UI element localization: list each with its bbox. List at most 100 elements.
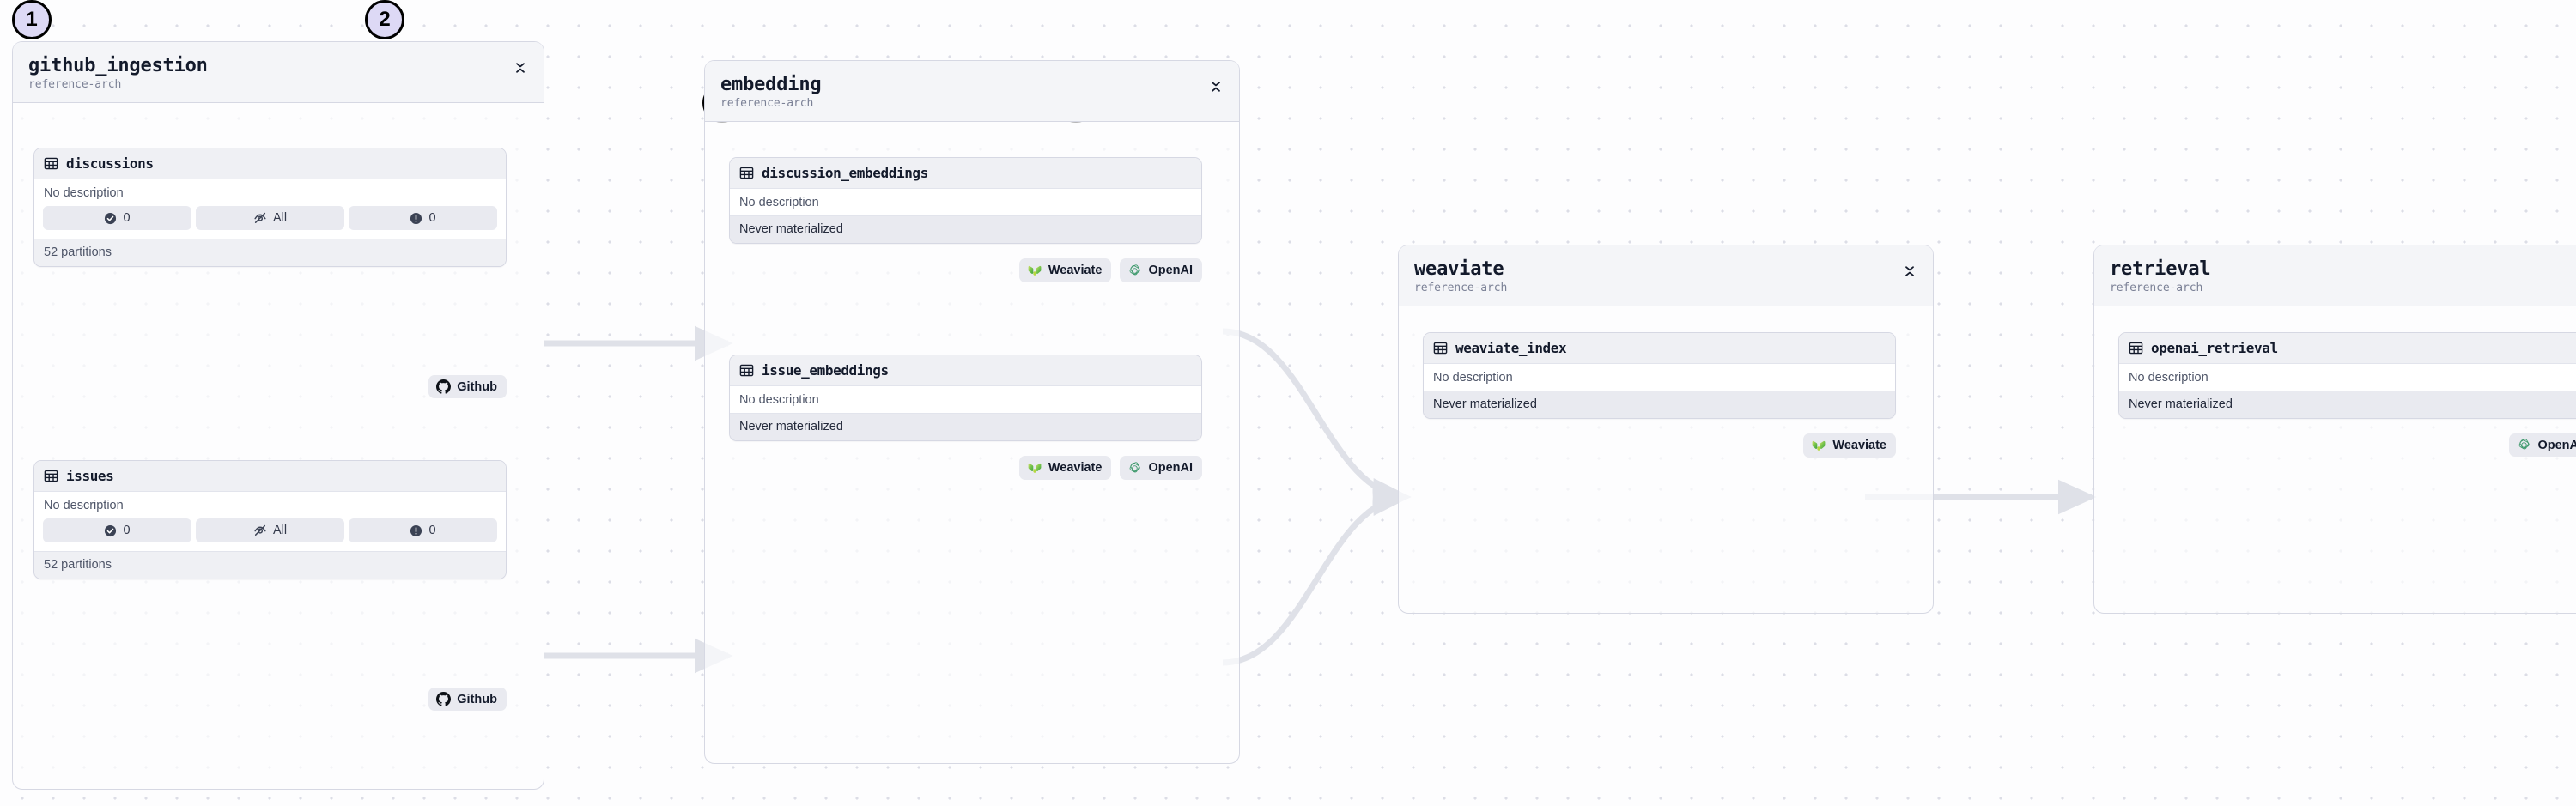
asset-node-issues[interactable]: issues No description 0: [33, 460, 507, 580]
table-icon: [2129, 342, 2143, 355]
badge-label: All: [272, 524, 288, 538]
asset-name: openai_retrieval: [2151, 340, 2278, 357]
openai-icon: [2519, 439, 2530, 450]
chip-label: OpenAI: [1148, 264, 1193, 278]
table-icon: [44, 470, 58, 482]
integration-chips-issue-embeddings: Weaviate OpenAI: [729, 456, 1202, 481]
badge-materialized-count[interactable]: 0: [43, 206, 191, 231]
asset-header[interactable]: openai_retrieval: [2119, 333, 2576, 365]
badge-failed-count[interactable]: 0: [349, 206, 497, 231]
table-icon: [44, 157, 58, 170]
group-header-text: github_ingestion reference-arch: [28, 55, 208, 91]
eye-off-icon: [254, 213, 266, 224]
edge-issue-embeddings-to-weaviate-index: [1222, 481, 1412, 666]
chip-label: Github: [457, 692, 497, 706]
weaviate-icon: [1812, 441, 1826, 451]
badge-unmaterialized-count[interactable]: All: [196, 518, 344, 543]
asset-description: No description: [730, 189, 1201, 216]
asset-status-badges: 0 All: [34, 518, 506, 552]
asset-group-weaviate[interactable]: weaviate reference-arch weaviate_index N: [1398, 245, 1934, 614]
group-header-text: embedding reference-arch: [720, 74, 822, 111]
asset-partitions: 52 partitions: [34, 239, 506, 267]
weaviate-icon: [1028, 266, 1042, 276]
chip-openai[interactable]: OpenAI: [1120, 258, 1202, 283]
asset-group-retrieval[interactable]: retrieval reference-arch openai_retrieva…: [2093, 245, 2576, 614]
asset-header[interactable]: weaviate_index: [1424, 333, 1895, 365]
group-subtitle: reference-arch: [2110, 282, 2203, 295]
asset-node-discussion-embeddings[interactable]: discussion_embeddings No description Nev…: [729, 157, 1202, 245]
chip-openai[interactable]: OpenAI: [1120, 456, 1202, 481]
chip-weaviate[interactable]: Weaviate: [1018, 456, 1112, 481]
table-icon: [739, 167, 754, 179]
chip-label: OpenAI: [1148, 461, 1193, 476]
group-header[interactable]: github_ingestion reference-arch: [13, 42, 544, 104]
chip-github[interactable]: Github: [428, 688, 507, 712]
chip-weaviate[interactable]: Weaviate: [1803, 433, 1896, 458]
chevron-collapse-icon[interactable]: [513, 58, 528, 77]
chip-label: OpenAI: [2537, 438, 2576, 452]
chip-label: Github: [457, 379, 497, 394]
chip-openai[interactable]: OpenAI: [2509, 433, 2576, 458]
badge-materialized-count[interactable]: 0: [43, 518, 191, 543]
check-circle-icon: [105, 524, 117, 536]
asset-materialization-status: Never materialized: [1424, 391, 1895, 419]
group-header-text: retrieval reference-arch: [2110, 258, 2211, 295]
step-marker-2: 2: [365, 0, 404, 39]
chip-github[interactable]: Github: [428, 375, 507, 399]
chip-label: Weaviate: [1832, 439, 1886, 453]
asset-description: No description: [1424, 364, 1895, 391]
asset-header[interactable]: discussion_embeddings: [730, 158, 1201, 190]
asset-name: discussion_embeddings: [762, 165, 928, 182]
group-subtitle: reference-arch: [720, 97, 814, 111]
badge-unmaterialized-count[interactable]: All: [196, 206, 344, 231]
step-marker-label: 2: [379, 8, 391, 31]
asset-name: discussions: [66, 155, 154, 173]
asset-node-openai-retrieval[interactable]: openai_retrieval No description Never ma…: [2118, 332, 2576, 420]
asset-materialization-status: Never materialized: [730, 215, 1201, 244]
group-header[interactable]: weaviate reference-arch: [1399, 245, 1933, 307]
asset-header[interactable]: issues: [34, 461, 506, 493]
step-marker-label: 1: [26, 8, 38, 31]
group-subtitle: reference-arch: [1414, 282, 1508, 295]
asset-group-github-ingestion[interactable]: github_ingestion reference-arch discussi…: [12, 41, 544, 790]
chevron-collapse-icon[interactable]: [1902, 262, 1917, 281]
group-header[interactable]: embedding reference-arch: [705, 61, 1239, 123]
group-title: github_ingestion: [28, 55, 208, 76]
chevron-collapse-icon[interactable]: [1208, 77, 1224, 96]
chip-label: Weaviate: [1048, 461, 1103, 476]
integration-chips-discussions: Github: [33, 375, 507, 399]
openai-icon: [1130, 264, 1141, 276]
group-header[interactable]: retrieval reference-arch: [2094, 245, 2576, 307]
openai-icon: [1130, 462, 1141, 473]
asset-node-weaviate-index[interactable]: weaviate_index No description Never mate…: [1423, 332, 1896, 420]
step-marker-1: 1: [12, 0, 52, 39]
asset-header[interactable]: discussions: [34, 148, 506, 180]
asset-node-issue-embeddings[interactable]: issue_embeddings No description Never ma…: [729, 355, 1202, 442]
table-icon: [1433, 342, 1448, 355]
badge-failed-count[interactable]: 0: [349, 518, 497, 543]
github-icon: [436, 379, 452, 394]
integration-chips-issues: Github: [33, 688, 507, 712]
weaviate-icon: [1028, 464, 1042, 474]
asset-description: No description: [2119, 364, 2576, 391]
check-circle-icon: [105, 212, 117, 224]
alert-circle-icon: [410, 524, 422, 536]
eye-off-icon: [254, 525, 266, 536]
asset-description: No description: [34, 492, 506, 519]
alert-circle-icon: [410, 212, 422, 224]
asset-header[interactable]: issue_embeddings: [730, 355, 1201, 387]
asset-status-badges: 0 All: [34, 206, 506, 239]
github-icon: [436, 692, 452, 706]
asset-name: weaviate_index: [1455, 340, 1567, 357]
asset-description: No description: [730, 386, 1201, 414]
table-icon: [739, 364, 754, 377]
chip-weaviate[interactable]: Weaviate: [1018, 258, 1112, 283]
integration-chips-discussion-embeddings: Weaviate OpenAI: [729, 258, 1202, 283]
asset-group-embedding[interactable]: embedding reference-arch discussion_embe…: [704, 60, 1240, 764]
integration-chips-weaviate-index: Weaviate: [1423, 433, 1896, 458]
group-title: embedding: [720, 74, 822, 95]
asset-node-discussions[interactable]: discussions No description 0: [33, 148, 507, 268]
asset-materialization-status: Never materialized: [2119, 391, 2576, 419]
badge-label: 0: [123, 524, 131, 538]
